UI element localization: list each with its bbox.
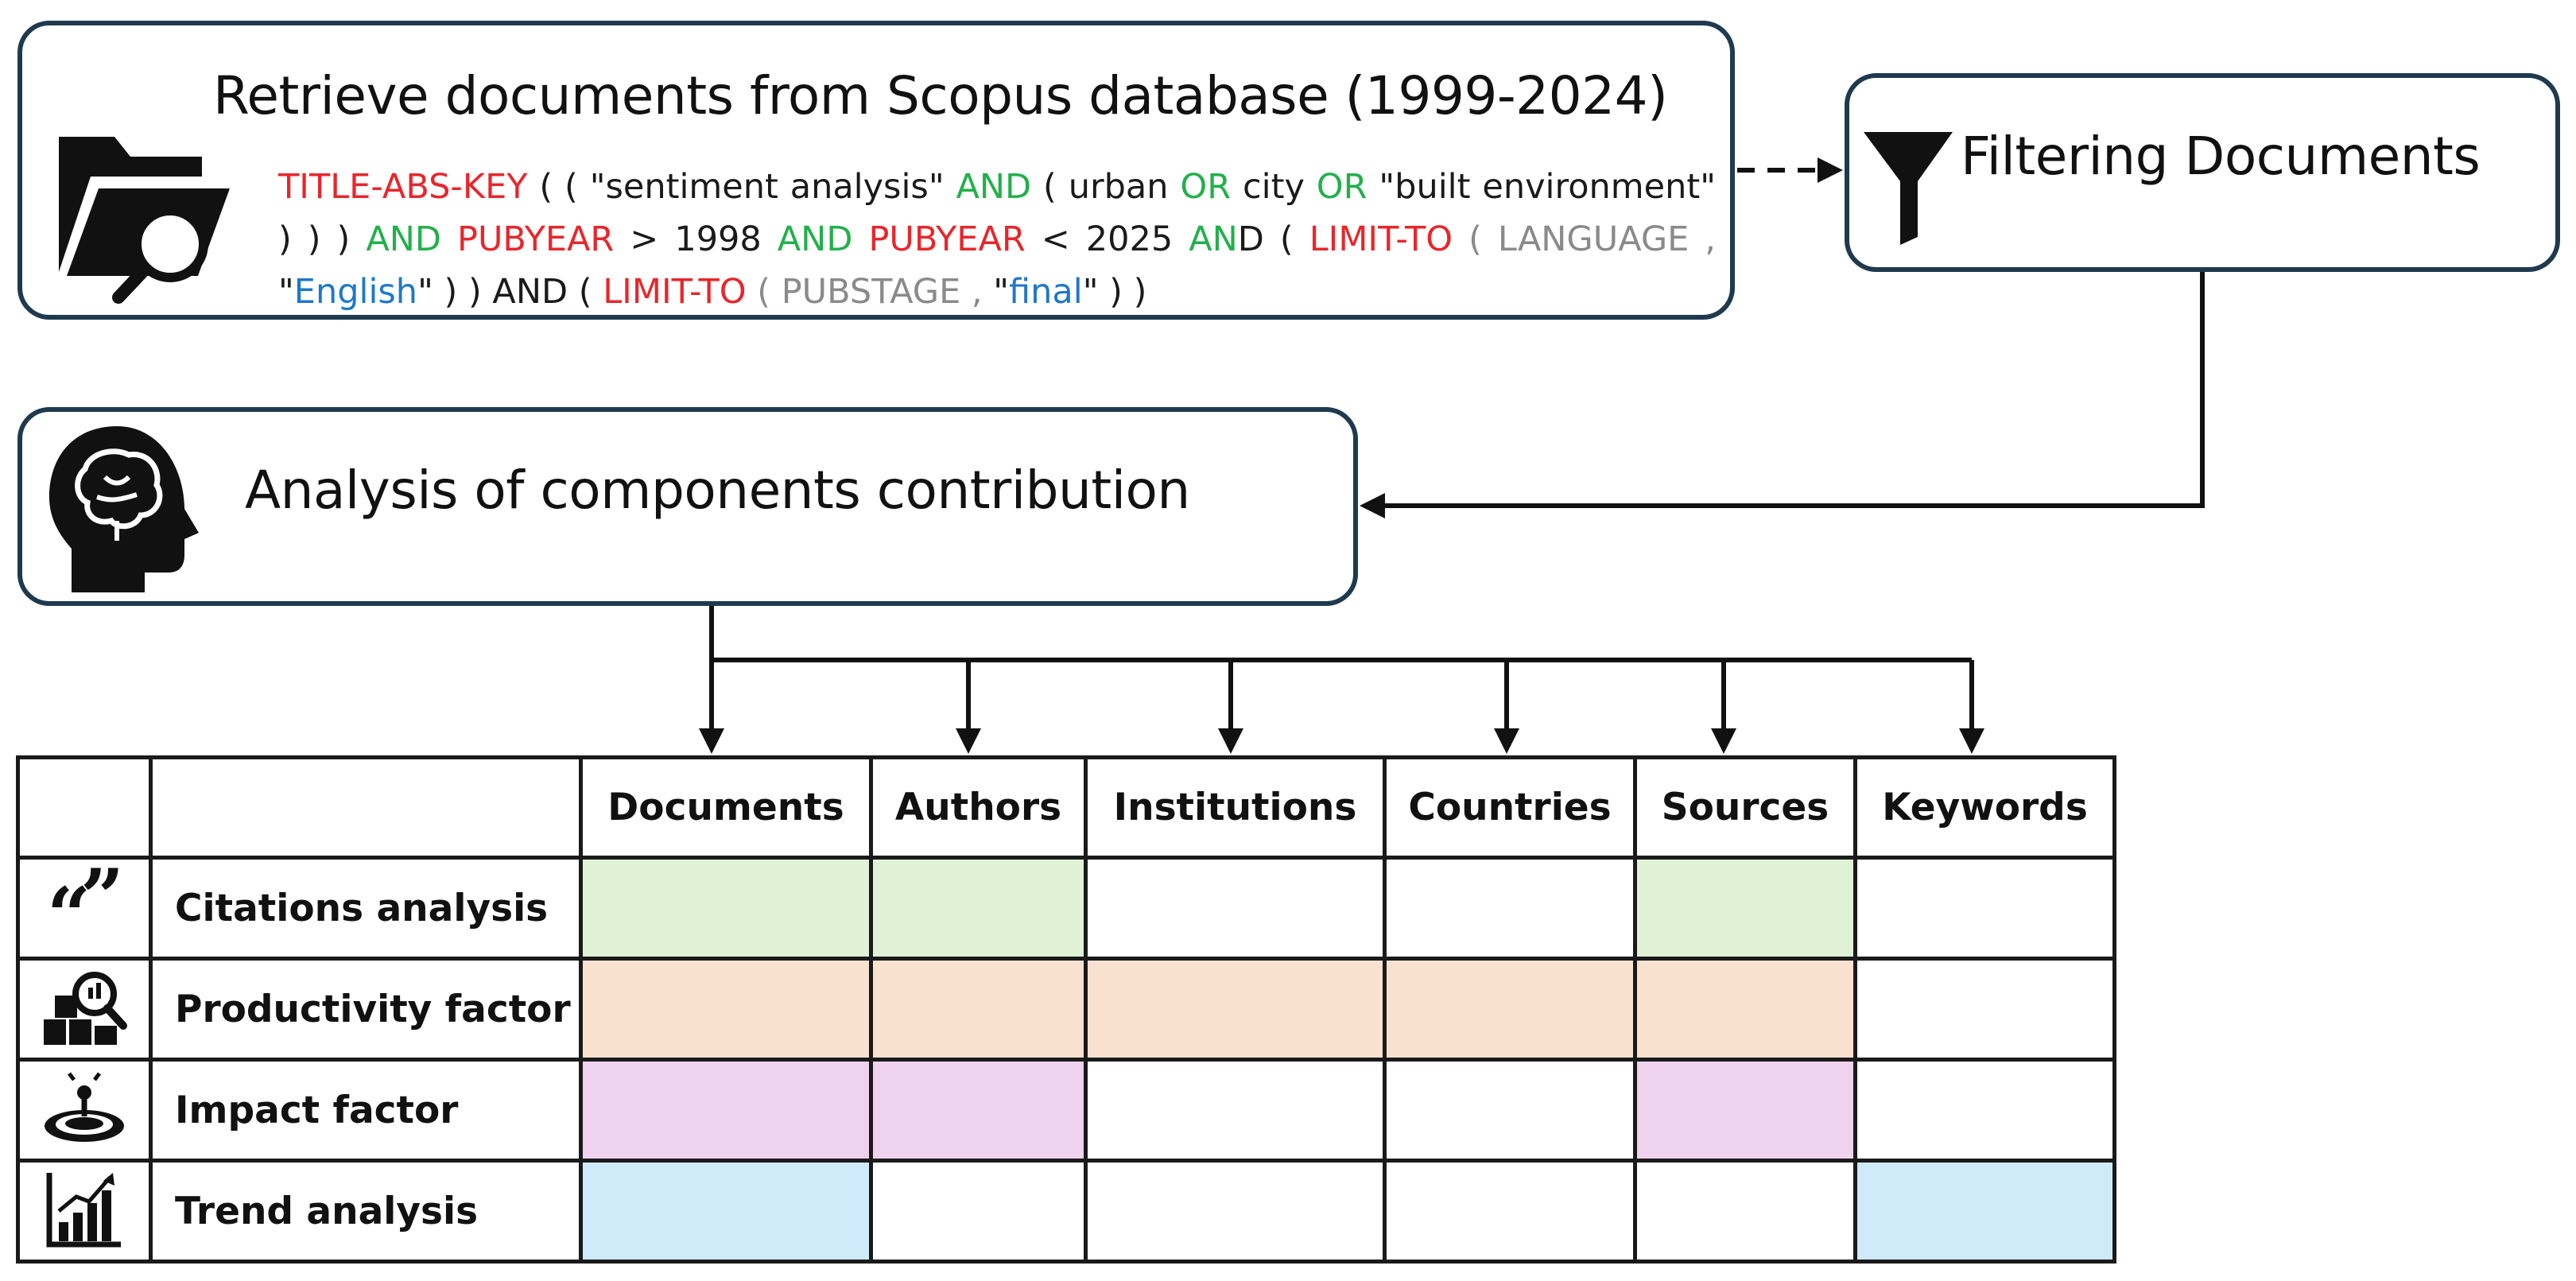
query-token: PUBYEAR: [457, 219, 615, 259]
query-token: " ) ) AND (: [417, 272, 603, 312]
query-token: ": [278, 272, 294, 312]
quote-icon: “”: [16, 852, 153, 961]
matrix-cell-countries: [1383, 1058, 1637, 1163]
header-cell-label: [149, 755, 583, 860]
brain-head-icon: [41, 421, 208, 600]
matrix-cell-institutions: [1084, 957, 1387, 1062]
column-header-sources: Sources: [1633, 755, 1857, 860]
column-header-countries: Countries: [1383, 755, 1637, 860]
query-token: ( PUBSTAGE ,: [746, 272, 994, 312]
column-header-documents: Documents: [579, 755, 873, 860]
analysis-box: Analysis of components contribution: [17, 407, 1358, 606]
branch-arrow-head: [1494, 728, 1519, 754]
query-token: PUBYEAR: [868, 219, 1026, 259]
folder-search-icon: [43, 113, 242, 308]
branch-arrow-head: [1711, 728, 1736, 754]
matrix-cell-countries: [1383, 1159, 1637, 1264]
filter-box: Filtering Documents: [1845, 73, 2560, 272]
matrix-cell-institutions: [1084, 856, 1387, 961]
query-token: AND: [956, 167, 1032, 207]
query-token: [441, 219, 457, 259]
column-header-institutions: Institutions: [1084, 755, 1387, 860]
analysis-title: Analysis of components contribution: [245, 460, 1190, 521]
matrix-cell-sources: [1633, 856, 1857, 961]
table-row: Trend analysis: [16, 1159, 2116, 1264]
analysis-arrow-head: [1360, 493, 1385, 518]
query-token: city: [1231, 167, 1317, 207]
row-label: Impact factor: [149, 1058, 583, 1163]
query-token: final: [1009, 272, 1083, 312]
matrix-cell-authors: [869, 1058, 1088, 1163]
query-token: AN: [1189, 219, 1238, 259]
query-token: ( ( "sentiment analysis": [527, 167, 956, 207]
row-label: Trend analysis: [149, 1159, 583, 1264]
query-token: " ) ): [1082, 272, 1147, 312]
matrix-cell-authors: [869, 957, 1088, 1062]
matrix-cell-institutions: [1084, 1159, 1387, 1264]
filter-to-analysis-connector: [1383, 272, 2205, 508]
matrix-cell-authors: [869, 856, 1088, 961]
query-token: ": [993, 272, 1010, 312]
analysis-matrix-table: Documents Authors Institutions Countries…: [16, 755, 2116, 1264]
query-token: [852, 219, 868, 259]
row-label: Citations analysis: [149, 856, 583, 961]
table-header-row: Documents Authors Institutions Countries…: [16, 755, 2116, 860]
matrix-cell-documents: [579, 1058, 873, 1163]
query-token: OR: [1180, 167, 1232, 207]
matrix-cell-documents: [579, 957, 873, 1062]
query-token: AND: [777, 219, 853, 259]
query-token: > 1998: [614, 219, 778, 259]
matrix-cell-documents: [579, 856, 873, 961]
query-token: ( urban: [1031, 167, 1181, 207]
funnel-icon: [1860, 126, 1956, 249]
query-token: D (: [1237, 219, 1309, 259]
query-token: AND: [366, 219, 442, 259]
branch-arrow-head: [699, 728, 724, 754]
column-header-keywords: Keywords: [1853, 755, 2116, 860]
query-token: ( LANGUAGE ,: [1453, 219, 1717, 259]
matrix-cell-countries: [1383, 856, 1637, 961]
matrix-cell-sources: [1633, 957, 1857, 1062]
impact-icon: [16, 1058, 153, 1163]
retrieve-box: Retrieve documents from Scopus database …: [17, 21, 1735, 320]
matrix-cell-keywords: [1853, 1058, 2116, 1163]
matrix-cell-institutions: [1084, 1058, 1387, 1163]
svg-text:”: ”: [80, 867, 124, 942]
table-row: “”Citations analysis: [16, 852, 2116, 961]
query-token: "built environment" ) ) ): [278, 167, 1716, 259]
column-header-authors: Authors: [869, 755, 1088, 860]
retrieve-title: Retrieve documents from Scopus database …: [213, 65, 1668, 126]
dashed-arrow-head: [1818, 157, 1843, 183]
matrix-cell-documents: [579, 1159, 873, 1264]
branch-arrow-head: [1959, 728, 1984, 754]
header-cell-icon: [16, 755, 153, 860]
query-token: < 2025: [1025, 219, 1189, 259]
matrix-cell-countries: [1383, 957, 1637, 1062]
query-token: LIMIT-TO: [1309, 219, 1453, 259]
query-token: TITLE-ABS-KEY: [278, 167, 528, 207]
row-label: Productivity factor: [149, 957, 583, 1062]
query-token: OR: [1316, 167, 1368, 207]
query-token: English: [293, 272, 418, 312]
matrix-cell-keywords: [1853, 856, 2116, 961]
trend-chart-icon: [16, 1159, 153, 1264]
svg-text:“: “: [47, 871, 91, 946]
matrix-cell-authors: [869, 1159, 1088, 1264]
matrix-cell-sources: [1633, 1058, 1857, 1163]
query-token: LIMIT-TO: [603, 272, 747, 312]
branch-arrow-head: [956, 728, 981, 754]
productivity-icon: [16, 957, 153, 1062]
branch-arrow-head: [1218, 728, 1243, 754]
filter-title: Filtering Documents: [1961, 126, 2481, 187]
table-row: Impact factor: [16, 1058, 2116, 1163]
matrix-cell-keywords: [1853, 1159, 2116, 1264]
table-row: Productivity factor: [16, 957, 2116, 1062]
matrix-cell-sources: [1633, 1159, 1857, 1264]
matrix-cell-keywords: [1853, 957, 2116, 1062]
search-query: TITLE-ABS-KEY ( ( "sentiment analysis" A…: [278, 161, 1716, 318]
